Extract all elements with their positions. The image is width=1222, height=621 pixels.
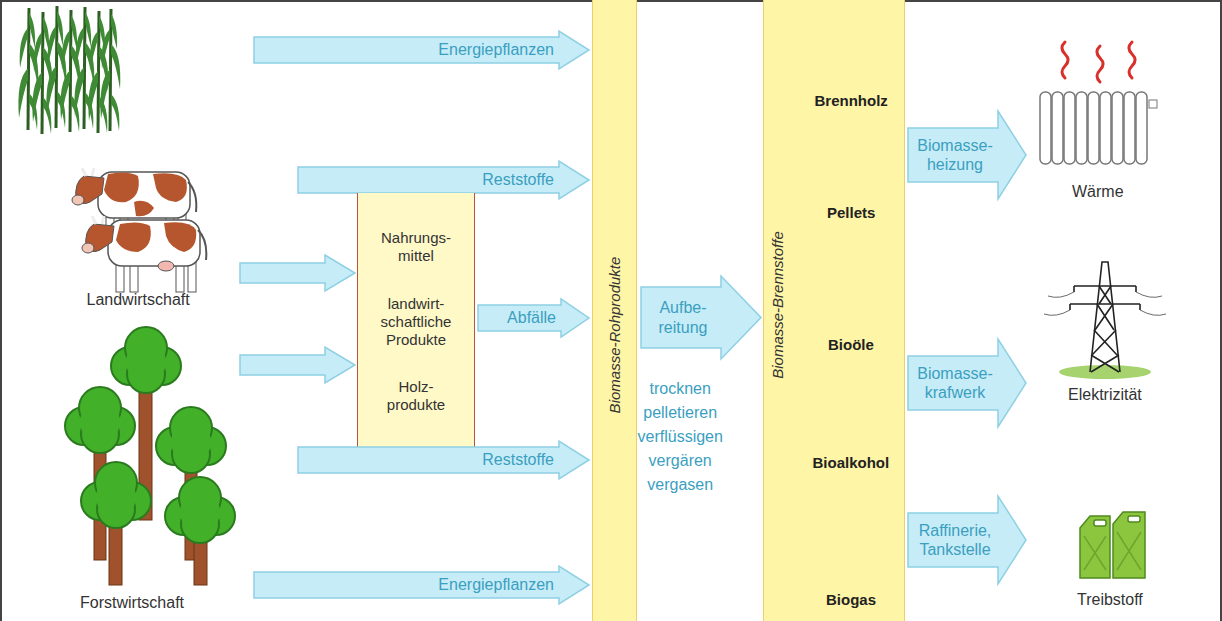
block-arrow-shape [907, 338, 1027, 428]
cows [72, 168, 206, 292]
arrow-outline [908, 111, 1026, 199]
arrow-label: Energiepflanzen [438, 575, 554, 594]
output-label: Treibstoff [1077, 591, 1143, 609]
fuels-band: Biomasse-Brennstoffe BrennholzPelletsBioö… [763, 0, 905, 621]
arrow-outline [641, 276, 761, 359]
band-title: Biomasse-Brennstoffe [769, 231, 787, 379]
products-box: Nahrungs- mittel landwirt- schaftliche Pr… [357, 193, 475, 450]
sector-label: Landwirtschaft [87, 291, 190, 309]
use-arrow: Biomasse- krafwerk [907, 338, 1027, 428]
sector-label: Forstwirtschaft [80, 594, 184, 612]
flow-arrow: Reststoffe [297, 440, 590, 480]
arrow-outline [298, 441, 589, 479]
arrow-outline [908, 339, 1026, 427]
radiator-icon [1040, 42, 1157, 164]
arrow-label: Energiepflanzen [438, 40, 554, 59]
fuel-label: Brennholz [815, 92, 888, 110]
arrow-label: Biomasse- krafwerk [917, 364, 993, 402]
arrow-outline [908, 496, 1026, 584]
flow-arrow: Energiepflanzen [253, 565, 590, 605]
fuel-label: Bioalkohol [813, 454, 890, 472]
output-label: Wärme [1072, 183, 1124, 201]
block-arrow-shape [640, 275, 762, 360]
box-text: Holz- produkte [387, 378, 445, 414]
arrow-label: Biomasse- heizung [917, 136, 993, 174]
flow-arrow: Energiepflanzen [253, 30, 590, 70]
arrow-label: Aufbe- reitung [659, 298, 708, 336]
process-steps: trocknen pelletieren verflüssigen vergär… [638, 377, 723, 497]
pylon-icon [1044, 262, 1166, 379]
box-text: landwirt- schaftliche Produkte [381, 295, 452, 349]
corn-plants [18, 6, 120, 134]
band-title: Biomasse-Rohprodukte [606, 257, 624, 414]
arrow-outline [254, 31, 589, 69]
processing-arrow: Aufbe- reitung [640, 275, 762, 360]
output-label: Elektrizität [1068, 386, 1142, 404]
arrow-outline [478, 299, 589, 337]
arrow-label: Reststoffe [482, 450, 554, 469]
plain-arrows [240, 255, 355, 383]
jerry-cans-icon [1080, 512, 1145, 578]
fuel-label: Pellets [827, 204, 875, 222]
arrow-label: Raffinerie, Tankstelle [919, 521, 992, 559]
raw-products-band: Biomasse-Rohprodukte [592, 0, 637, 621]
arrow-label: Abfälle [507, 308, 556, 327]
block-arrow-shape [907, 110, 1027, 200]
box-text: Nahrungs- mittel [381, 229, 451, 265]
use-arrow: Raffinerie, Tankstelle [907, 495, 1027, 585]
arrow-label: Reststoffe [482, 170, 554, 189]
flow-arrow: Abfälle [477, 298, 590, 338]
block-arrow-shape [907, 495, 1027, 585]
fuel-label: Bioöle [828, 336, 874, 354]
fuel-label: Biogas [826, 591, 876, 609]
trees [65, 327, 235, 585]
arrow-outline [254, 566, 589, 604]
use-arrow: Biomasse- heizung [907, 110, 1027, 200]
